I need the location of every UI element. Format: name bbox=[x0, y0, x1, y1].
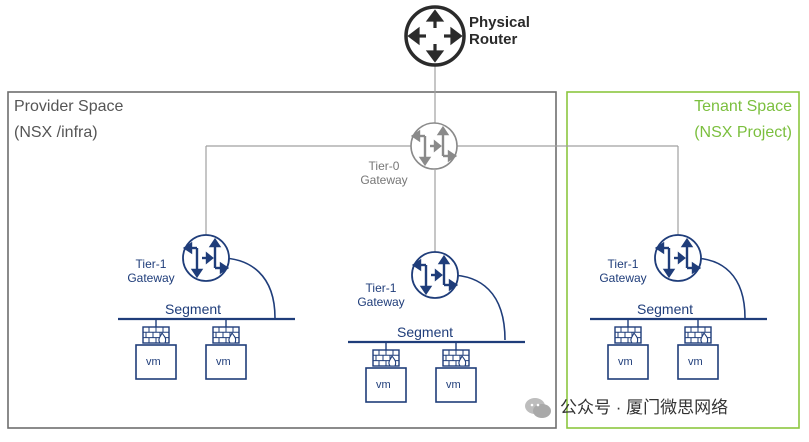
tier1-center-label-line1: Tier-1 bbox=[365, 281, 397, 295]
physical-router-icon[interactable] bbox=[404, 5, 466, 67]
firewall-icon bbox=[142, 326, 170, 344]
tier1-gateway-center-icon[interactable] bbox=[411, 251, 506, 341]
vm-left-2[interactable] bbox=[205, 326, 247, 380]
tier1-gateway-left-icon[interactable] bbox=[182, 234, 276, 319]
provider-space-subtitle: (NSX /infra) bbox=[14, 124, 98, 141]
segment-center-label: Segment bbox=[397, 324, 454, 340]
wechat-icon bbox=[525, 398, 551, 418]
physical-router-label-line1: Physical bbox=[469, 14, 530, 31]
tier1-gateway-right-icon[interactable] bbox=[654, 234, 746, 319]
firewall-icon bbox=[372, 349, 400, 367]
vm-center-1[interactable] bbox=[365, 349, 407, 403]
vm-right-2[interactable] bbox=[677, 326, 719, 380]
tenant-space-box bbox=[566, 91, 800, 429]
tier1-left-label-line2: Gateway bbox=[127, 270, 175, 285]
segment-right-label: Segment bbox=[637, 301, 694, 317]
tier1-right-label-line2: Gateway bbox=[599, 270, 647, 285]
watermark-text: 公众号 · 厦门微思网络 bbox=[560, 398, 729, 417]
firewall-icon bbox=[212, 326, 240, 344]
vm-right-2-label: vm bbox=[688, 356, 703, 368]
tier1-gateway-right-label: Tier-1 Gateway bbox=[596, 257, 650, 286]
tier0-gateway-icon[interactable] bbox=[410, 122, 458, 170]
firewall-icon bbox=[614, 326, 642, 344]
tier1-right-label-line1: Tier-1 bbox=[607, 257, 639, 271]
tier1-gateway-left-label: Tier-1 Gateway bbox=[124, 257, 178, 286]
physical-router-label-line2: Router bbox=[469, 31, 518, 49]
tier0-label-line2: Gateway bbox=[360, 172, 408, 187]
tier1-gateway-center-label: Tier-1 Gateway bbox=[354, 281, 408, 310]
firewall-icon bbox=[684, 326, 712, 344]
tier1-left-label-line1: Tier-1 bbox=[135, 257, 167, 271]
segment-left-label: Segment bbox=[165, 301, 222, 317]
vm-right-1[interactable] bbox=[607, 326, 649, 380]
firewall-icon bbox=[442, 349, 470, 367]
vm-left-1-label: vm bbox=[146, 356, 161, 368]
vm-center-2[interactable] bbox=[435, 349, 477, 403]
vm-left-2-label: vm bbox=[216, 356, 231, 368]
tenant-space-title: Tenant Space bbox=[694, 98, 792, 115]
tenant-space-subtitle: (NSX Project) bbox=[694, 124, 792, 141]
provider-space-title: Provider Space bbox=[14, 98, 124, 115]
vm-center-2-label: vm bbox=[446, 379, 461, 391]
tier1-center-label-line2: Gateway bbox=[357, 294, 405, 309]
vm-center-1-label: vm bbox=[376, 379, 391, 391]
provider-space-box bbox=[7, 91, 557, 429]
vm-left-1[interactable] bbox=[135, 326, 177, 380]
tier0-label-line1: Tier-0 bbox=[368, 159, 400, 173]
physical-router-label: Physical Router bbox=[469, 14, 530, 49]
vm-right-1-label: vm bbox=[618, 356, 633, 368]
tier0-gateway-label: Tier-0 Gateway bbox=[360, 159, 408, 188]
